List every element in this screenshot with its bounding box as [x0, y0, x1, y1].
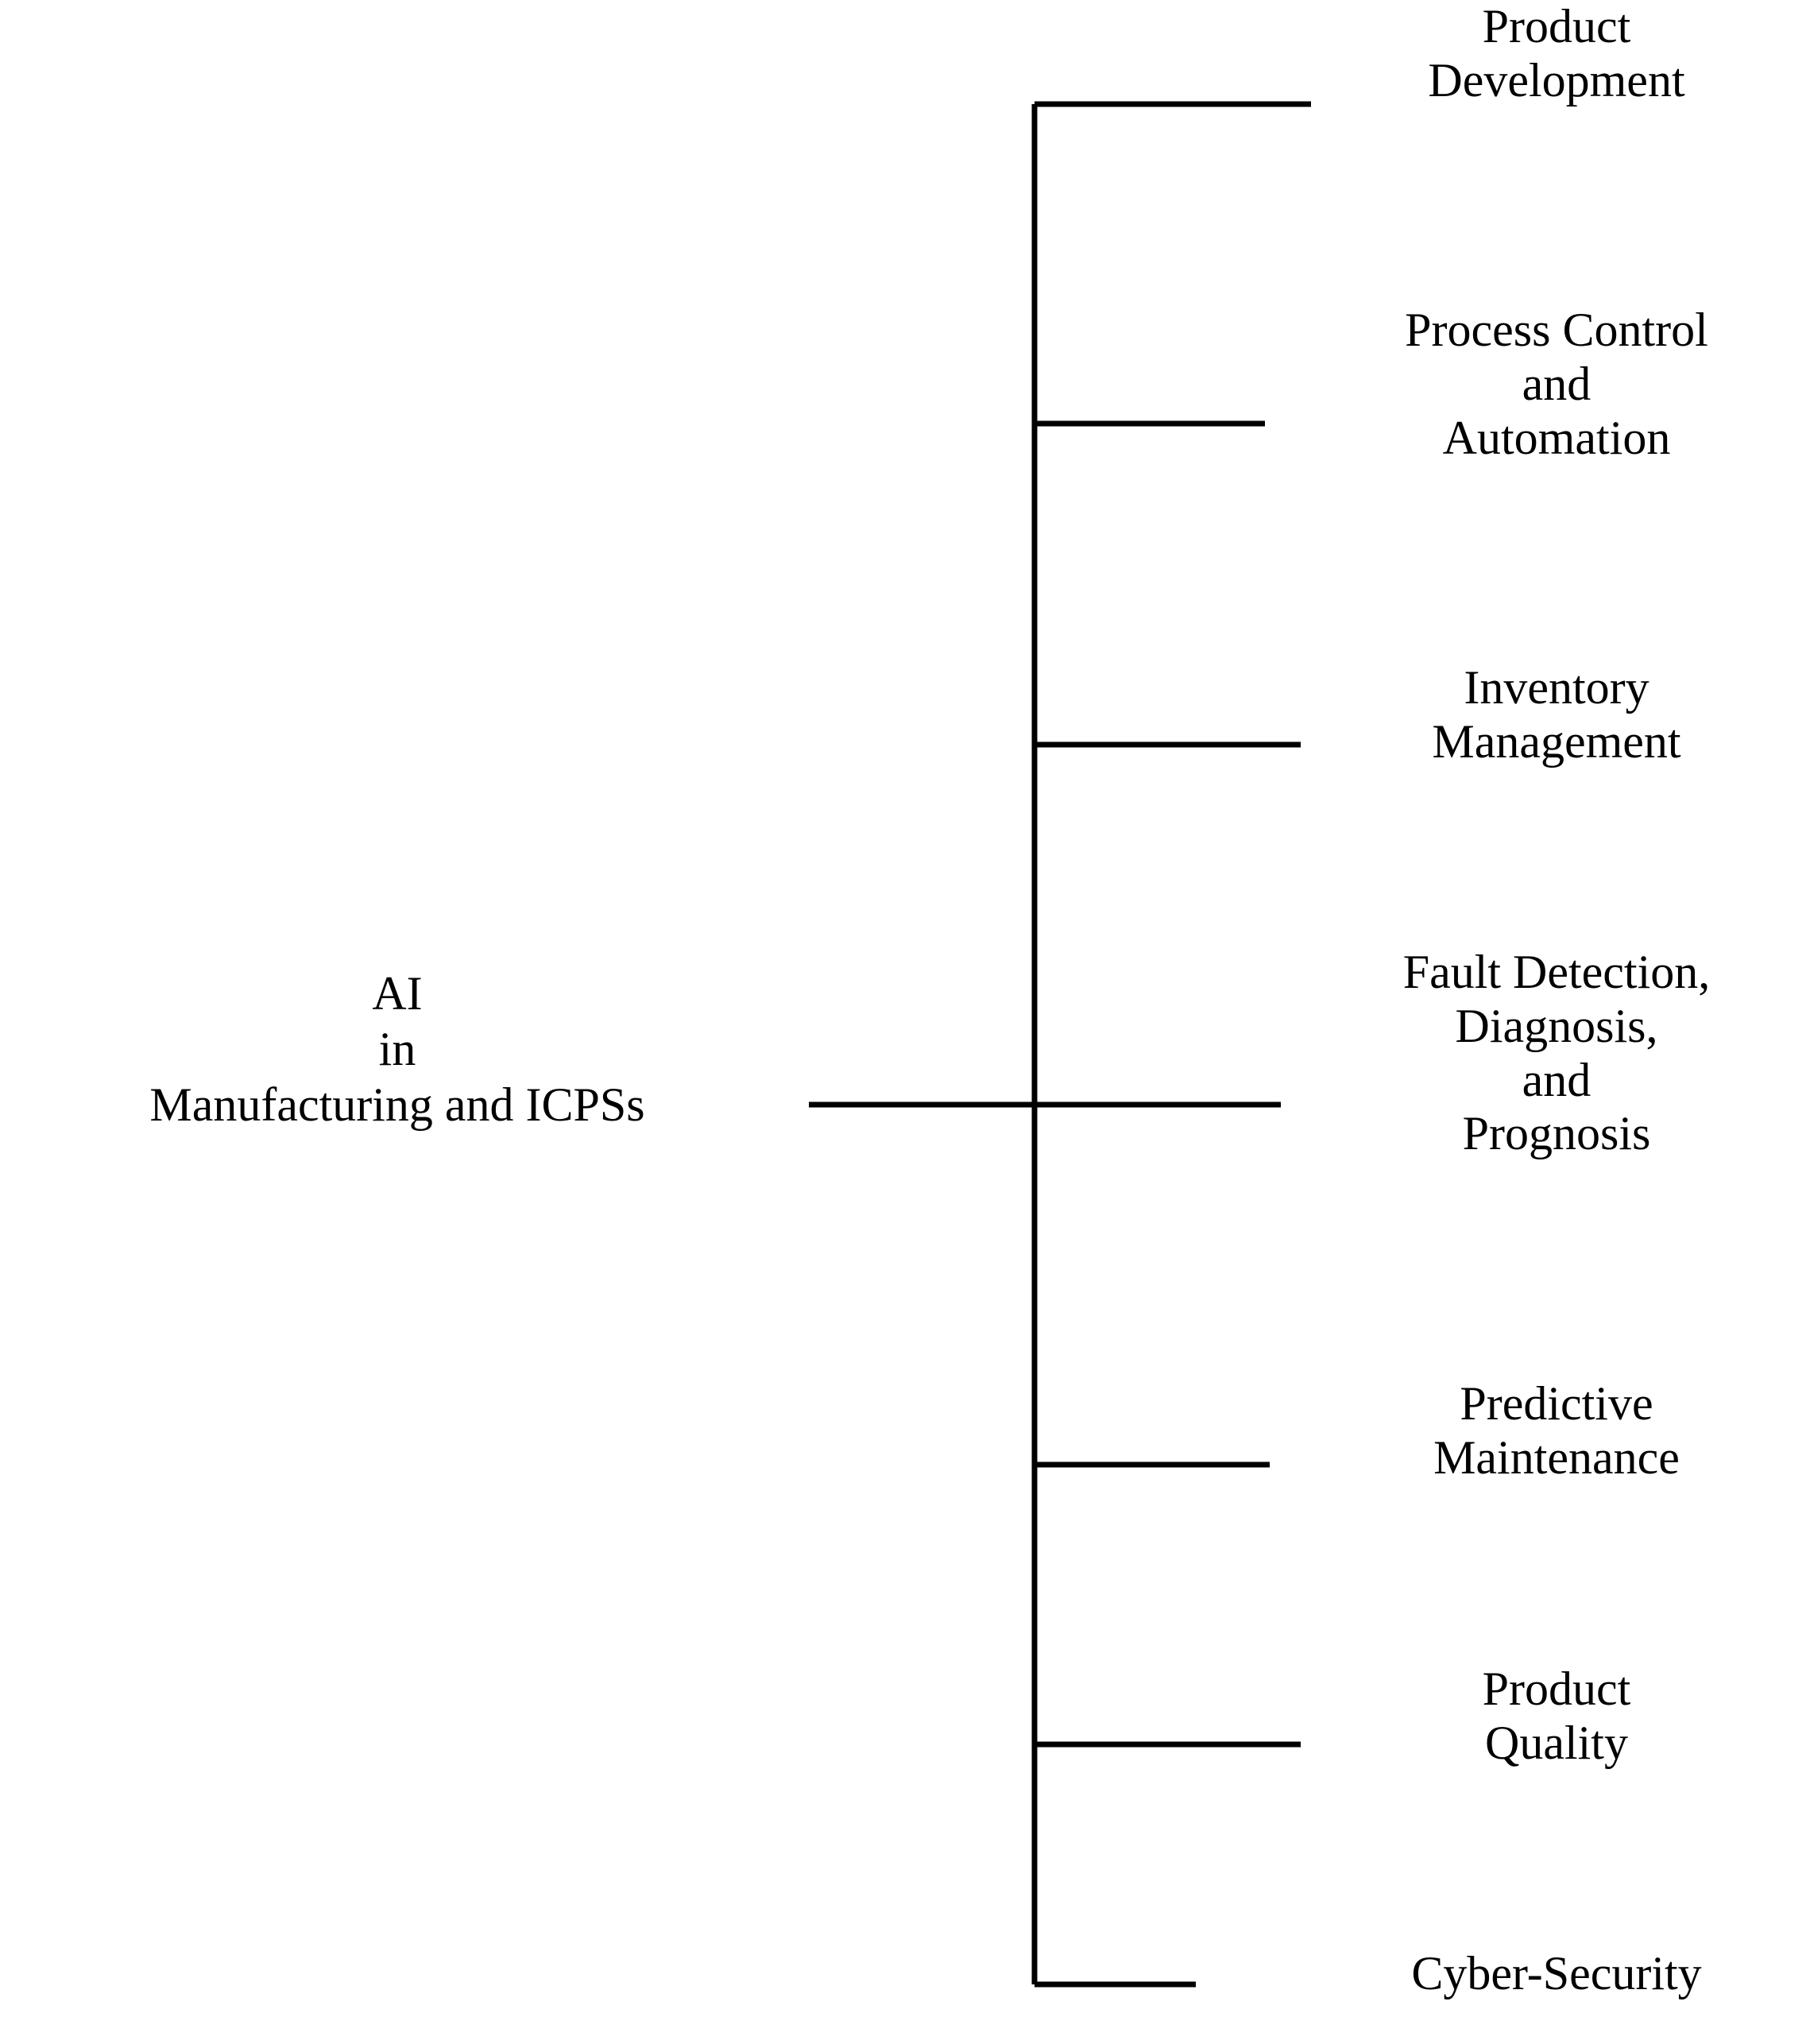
leaf-label-cyber-security: Cyber-Security [1411, 1947, 1702, 1999]
leaf-label-inventory-management: Inventory Management [1432, 661, 1681, 768]
leaf-label-product-development: Product Development [1428, 0, 1685, 106]
leaf-label-predictive-maintenance: Predictive Maintenance [1433, 1377, 1680, 1484]
root-node-label: AI in Manufacturing and ICPSs [149, 967, 645, 1132]
leaf-label-process-control-and-automation: Process Control and Automation [1405, 304, 1708, 464]
leaf-label-fault-detection-diagnosis-and-prognosis: Fault Detection, Diagnosis, and Prognosi… [1402, 946, 1711, 1160]
leaf-label-product-quality: Product Quality [1482, 1663, 1631, 1769]
